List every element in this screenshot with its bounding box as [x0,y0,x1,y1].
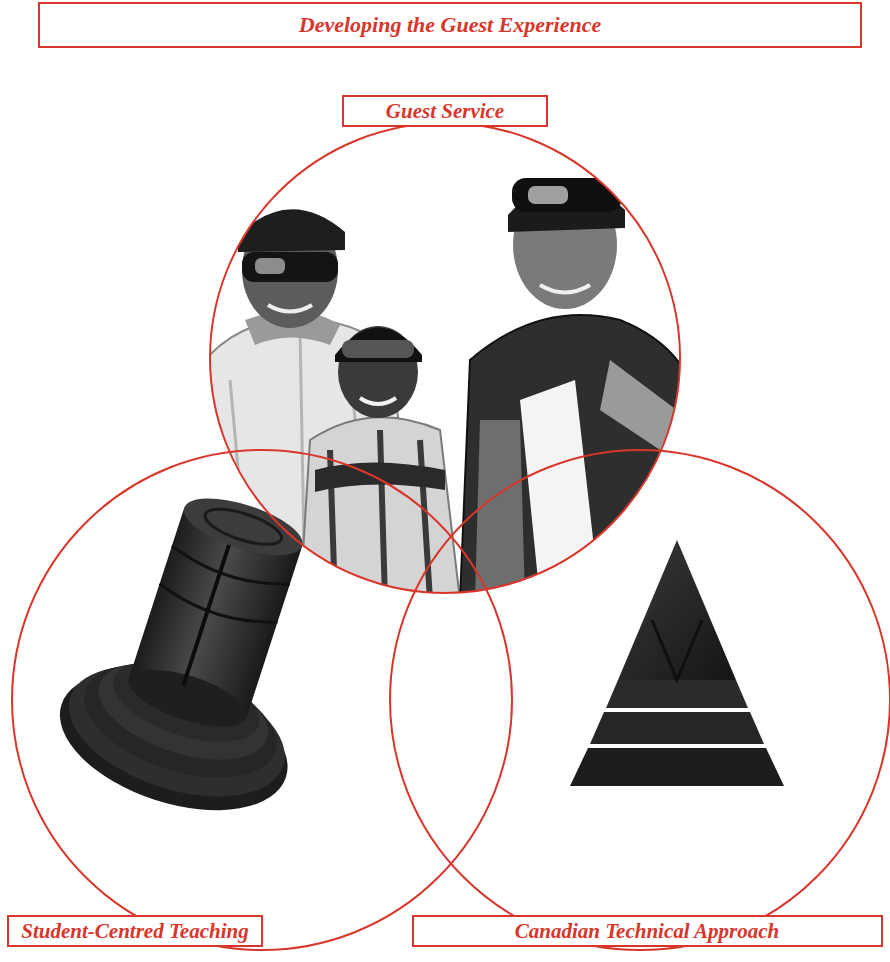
venn-circle: Canadian Technical Approach [390,450,890,950]
label-text: Canadian Technical Approach [515,919,780,943]
pyramid-symbol [570,540,784,786]
circle-label: Guest Service [342,95,548,127]
circle-outline [12,450,512,950]
venn-circle: Student-Centred Teaching [12,450,512,950]
circle-outline [390,450,890,950]
title-box: Developing the Guest Experience [38,2,862,48]
right-person [460,178,690,600]
title-text: Developing the Guest Experience [299,12,601,38]
venn-circle: Guest Service [210,123,680,593]
label-text: Student-Centred Teaching [21,919,248,943]
circle-outline [12,450,516,954]
circle-label: Canadian Technical Approach [412,915,883,947]
circle-outline [210,123,680,593]
circle-outline [210,123,684,597]
circle-label: Student-Centred Teaching [7,915,263,947]
label-text: Guest Service [386,99,504,123]
circle-outline [390,450,890,954]
hat-symbol [42,469,362,836]
